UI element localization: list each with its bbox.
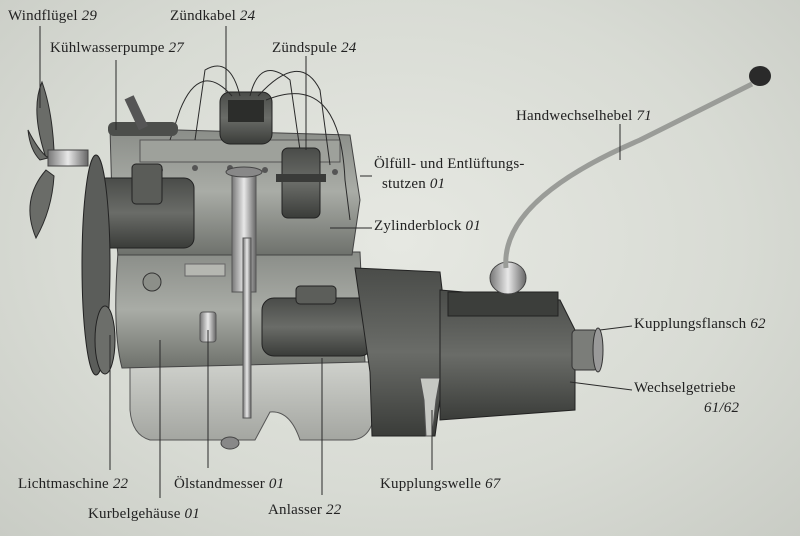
- water-pipe: [108, 122, 178, 136]
- fan: [27, 80, 55, 240]
- dipstick-tube: [242, 237, 252, 419]
- label-kupplungsflansch-text: Kupplungsflansch: [634, 316, 747, 332]
- label-zylinderblock-text: Zylinderblock: [374, 218, 462, 234]
- label-zuendkabel: Zündkabel 24: [170, 8, 255, 25]
- label-wechselgetriebe-line1: Wechselgetriebe: [634, 380, 736, 397]
- label-windfluegel: Windflügel 29: [8, 8, 97, 25]
- label-kupplungsflansch: Kupplungsflansch 62: [634, 316, 766, 333]
- leader-lines: [39, 26, 633, 498]
- label-lichtmaschine-num: 22: [112, 476, 129, 492]
- label-handwechselhebel-num: 71: [636, 108, 652, 124]
- label-kuehlwasserpumpe-text: Kühlwasserpumpe: [50, 40, 165, 56]
- label-kupplungswelle-text: Kupplungswelle: [380, 476, 482, 492]
- label-oelfuell-line2: stutzen 01: [382, 176, 445, 193]
- label-kurbelgehaeuse-text: Kurbelgehäuse: [88, 506, 181, 522]
- ignition-cables: [169, 65, 351, 221]
- label-oelfuell-line1: Ölfüll- und Entlüftungs-: [374, 156, 525, 173]
- distributor-cap: [228, 100, 264, 122]
- label-lichtmaschine: Lichtmaschine 22: [18, 476, 128, 493]
- label-anlasser: Anlasser 22: [268, 502, 341, 519]
- gear-lever-rod: [503, 81, 754, 269]
- label-kurbelgehaeuse: Kurbelgehäuse 01: [88, 506, 200, 523]
- label-zuendkabel-text: Zündkabel: [170, 8, 236, 24]
- label-windfluegel-num: 29: [81, 8, 98, 24]
- label-zylinderblock: Zylinderblock 01: [374, 218, 481, 235]
- label-kupplungsflansch-num: 62: [750, 316, 766, 332]
- gear-lever-knob: [749, 66, 771, 86]
- label-oelfuell-line2-num: 01: [429, 176, 446, 192]
- label-wechselgetriebe-line1-text: Wechselgetriebe: [634, 380, 736, 396]
- upper-hose: [124, 95, 148, 131]
- starter-motor: [261, 297, 373, 357]
- block-plate: [184, 263, 226, 277]
- label-oelfuell-line1-text: Ölfüll- und Entlüftungs-: [374, 156, 525, 172]
- label-zuendkabel-num: 24: [239, 8, 256, 24]
- label-oelfuell-line2-text: stutzen: [382, 176, 426, 192]
- label-handwechselhebel: Handwechselhebel 71: [516, 108, 652, 125]
- oil-pan: [129, 361, 376, 441]
- label-wechselgetriebe-line2: 61/62: [704, 400, 739, 417]
- label-kurbelgehaeuse-num: 01: [184, 506, 200, 522]
- crank-pulley: [94, 305, 116, 375]
- ignition-coil: [281, 147, 321, 219]
- gearbox-cover: [447, 291, 559, 317]
- label-lichtmaschine-text: Lichtmaschine: [18, 476, 109, 492]
- label-windfluegel-text: Windflügel: [8, 8, 78, 24]
- label-kupplungswelle-num: 67: [485, 476, 501, 492]
- label-zuendspule: Zündspule 24: [272, 40, 357, 57]
- label-handwechselhebel-text: Handwechselhebel: [516, 108, 633, 124]
- label-zylinderblock-num: 01: [465, 218, 481, 234]
- block-plug: [142, 272, 162, 292]
- oil-drain-plug: [220, 436, 240, 450]
- label-zuendspule-num: 24: [341, 40, 357, 56]
- label-kuehlwasserpumpe-num: 27: [168, 40, 185, 56]
- label-oelstandmesser: Ölstandmesser 01: [174, 476, 284, 493]
- label-anlasser-num: 22: [326, 502, 342, 518]
- fan-hub: [47, 149, 89, 167]
- label-oelstandmesser-text: Ölstandmesser: [174, 476, 265, 492]
- label-wechselgetriebe-line2-num: 61/62: [704, 400, 740, 416]
- generator-housing: [131, 163, 163, 205]
- label-oelstandmesser-num: 01: [268, 476, 285, 492]
- label-kuehlwasserpumpe: Kühlwasserpumpe 27: [50, 40, 184, 57]
- label-zuendspule-text: Zündspule: [272, 40, 338, 56]
- label-kupplungswelle: Kupplungswelle 67: [380, 476, 500, 493]
- label-anlasser-text: Anlasser: [268, 502, 323, 518]
